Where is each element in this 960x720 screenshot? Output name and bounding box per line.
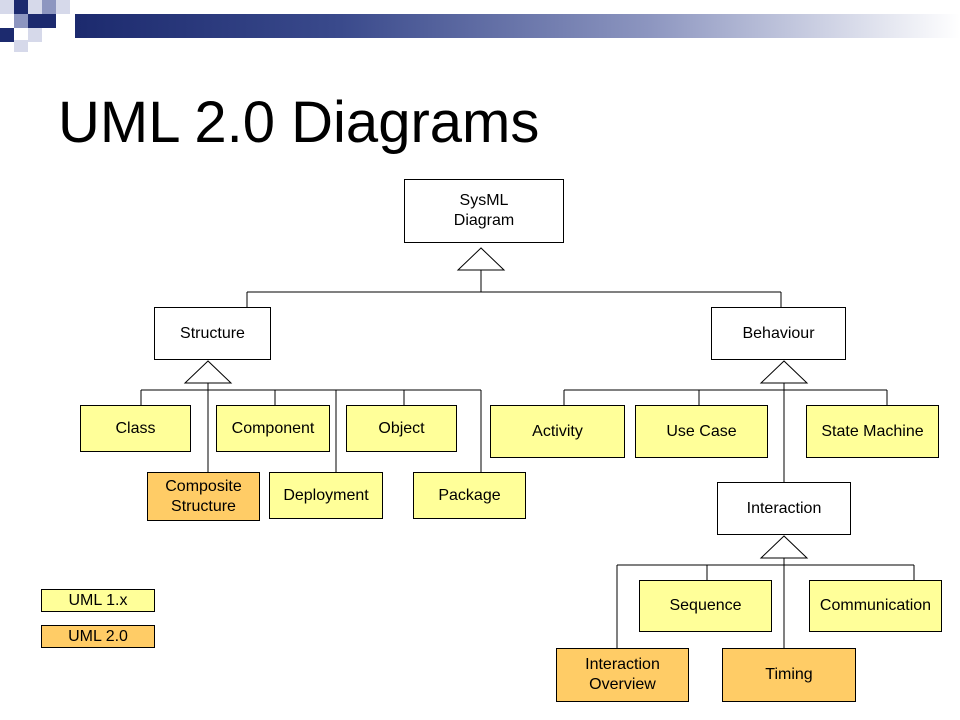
decor-square bbox=[42, 0, 56, 14]
node-composite-structure: Composite Structure bbox=[147, 472, 260, 521]
node-component: Component bbox=[216, 405, 330, 452]
page-title: UML 2.0 Diagrams bbox=[58, 90, 540, 155]
node-class: Class bbox=[80, 405, 191, 452]
node-timing: Timing bbox=[722, 648, 856, 702]
node-interaction-overview: Interaction Overview bbox=[556, 648, 689, 702]
decor-square bbox=[0, 0, 14, 14]
decor-square bbox=[14, 0, 28, 14]
node-behaviour: Behaviour bbox=[711, 307, 846, 360]
node-sequence: Sequence bbox=[639, 580, 772, 632]
decor-square bbox=[14, 40, 28, 52]
node-sysml-diagram: SysML Diagram bbox=[404, 179, 564, 243]
generalization-arrow bbox=[759, 535, 809, 559]
generalization-arrow bbox=[759, 360, 809, 384]
node-object: Object bbox=[346, 405, 457, 452]
node-use-case: Use Case bbox=[635, 405, 768, 458]
decor-square bbox=[14, 14, 28, 28]
decor-square bbox=[28, 28, 42, 42]
node-interaction: Interaction bbox=[717, 482, 851, 535]
decor-square bbox=[42, 14, 56, 28]
legend-uml20: UML 2.0 bbox=[41, 625, 155, 648]
node-deployment: Deployment bbox=[269, 472, 383, 519]
node-package: Package bbox=[413, 472, 526, 519]
node-structure: Structure bbox=[154, 307, 271, 360]
generalization-arrow bbox=[183, 360, 233, 384]
decor-square bbox=[28, 0, 42, 14]
legend-uml1x: UML 1.x bbox=[41, 589, 155, 612]
header-decoration bbox=[0, 0, 960, 52]
node-state-machine: State Machine bbox=[806, 405, 939, 458]
node-activity: Activity bbox=[490, 405, 625, 458]
decor-square bbox=[0, 28, 14, 42]
decor-square bbox=[28, 14, 42, 28]
generalization-arrow bbox=[456, 247, 506, 271]
node-communication: Communication bbox=[809, 580, 942, 632]
decor-square bbox=[56, 0, 70, 14]
header-gradient-bar bbox=[75, 14, 960, 38]
